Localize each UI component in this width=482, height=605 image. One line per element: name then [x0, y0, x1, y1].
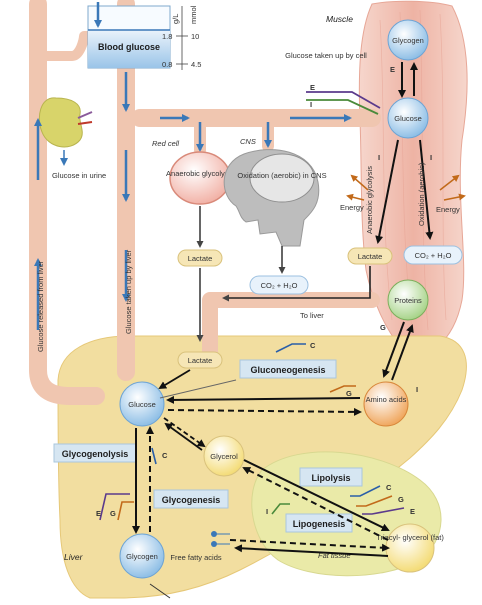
hormone-C-lipolysis: C	[386, 483, 392, 492]
energy-left-label: Energy	[340, 203, 364, 212]
hormone-G-amino: G	[346, 389, 352, 398]
fatty-acid-icon	[211, 531, 230, 547]
hormone-I-oxidation: I	[430, 153, 432, 162]
anaerobic-glycolysis-muscle-label: Anaerobic glycolysis	[365, 166, 374, 234]
red-cell-label: Red cell	[152, 139, 179, 148]
glucose-released-from-liver-label: Glucose released from liver	[36, 260, 45, 352]
hormone-G-proteins: G	[380, 323, 386, 332]
scale-unit-right: mmol	[189, 5, 198, 24]
free-fatty-acids-label: Free fatty acids	[170, 553, 222, 562]
oxidation-aerobic-muscle-label: Oxidation (aerobic)	[417, 162, 426, 226]
to-liver-label: To liver	[300, 311, 324, 320]
lipogenesis-label: Lipogenesis	[293, 519, 346, 529]
glucose-scale: g/L mmol 1.8 10 0.8 4.5	[162, 5, 201, 70]
muscle-metabolism: Glycogen E Glucose Glucose taken up by c…	[222, 19, 466, 394]
hormone-E-muscle-top: E	[390, 65, 395, 74]
hormone-I-lipogenesis: I	[266, 507, 268, 516]
lactate-liver-label: Lactate	[188, 356, 213, 365]
red-cell: Red cell Anaerobic glycolysis Lactate	[152, 139, 234, 342]
glycogen-liver-label: Glycogen	[126, 552, 158, 561]
hormone-C-glycogenolysis: C	[162, 451, 168, 460]
anaerobic-glycolysis-rbc-label: Anaerobic glycolysis	[166, 169, 234, 178]
cns-label: CNS	[240, 137, 256, 146]
hormone-E-lipolysis: E	[410, 507, 415, 516]
triacylglycerol-label: Triacyl- glycerol (fat)	[376, 533, 444, 542]
co2-h2o-muscle-label: CO₂ + H₂O	[415, 251, 452, 260]
proteins-label: Proteins	[394, 296, 422, 305]
glucose-taken-up-by-liver-label: Glucose taken up by liver	[124, 249, 133, 334]
scale-bottom-left: 0.8	[162, 60, 172, 69]
glycogenesis-label: Glycogenesis	[162, 495, 221, 505]
lactate-rbc-label: Lactate	[188, 254, 213, 263]
glucose-liver-label: Glucose	[128, 400, 156, 409]
glucose-muscle-label: Glucose	[394, 114, 422, 123]
fat-tissue-label: Fat tissue	[318, 551, 351, 560]
blue-flow-arrows	[34, 2, 352, 330]
hormone-E-glycogenolysis: E	[96, 509, 101, 518]
glucose-in-urine-label: Glucose in urine	[52, 171, 106, 180]
blood-glucose-label: Blood glucose	[98, 42, 160, 52]
hormone-G-lipolysis: G	[398, 495, 404, 504]
glucose-taken-up-by-cell-label: Glucose taken up by cell	[285, 51, 367, 60]
hormone-E-muscle-uptake: E	[310, 83, 315, 92]
cns-head: CNS Oxidation (aerobic) in CNS CO₂ + H₂O	[223, 137, 327, 295]
hormone-I-glycolysis: I	[378, 153, 380, 162]
energy-right-label: Energy	[436, 205, 460, 214]
co2-h2o-cns-label: CO₂ + H₂O	[261, 281, 298, 290]
lactate-muscle-label: Lactate	[358, 252, 383, 261]
kidney: Glucose in urine	[38, 97, 106, 180]
oxidation-cns-label: Oxidation (aerobic) in CNS	[237, 171, 326, 180]
hormone-C-gluconeogenesis: C	[310, 341, 316, 350]
muscle-label: Muscle	[326, 14, 353, 24]
hormone-G-glycogenolysis: G	[110, 509, 116, 518]
scale-top-left: 1.8	[162, 32, 172, 41]
liver-label: Liver	[64, 552, 84, 562]
hormone-I-amino: I	[416, 385, 418, 394]
amino-acids-label: Amino acids	[366, 395, 407, 404]
liver-metabolism: Lactate Gluconeogenesis C Glucose Amino …	[53, 341, 444, 599]
glycogenolysis-label: Glycogenolysis	[62, 449, 129, 459]
lipolysis-label: Lipolysis	[311, 473, 350, 483]
glycogen-muscle-label: Glycogen	[392, 36, 424, 45]
blood-glucose-reservoir: Blood glucose g/L mmol 1.8 10 0.8 4.5	[87, 5, 201, 70]
scale-unit-left: g/L	[171, 14, 180, 24]
scale-top-right: 10	[191, 32, 199, 41]
gluconeogenesis-label: Gluconeogenesis	[250, 365, 325, 375]
glycerol-label: Glycerol	[210, 452, 238, 461]
hormone-I-muscle-uptake: I	[310, 100, 312, 109]
scale-bottom-right: 4.5	[191, 60, 201, 69]
